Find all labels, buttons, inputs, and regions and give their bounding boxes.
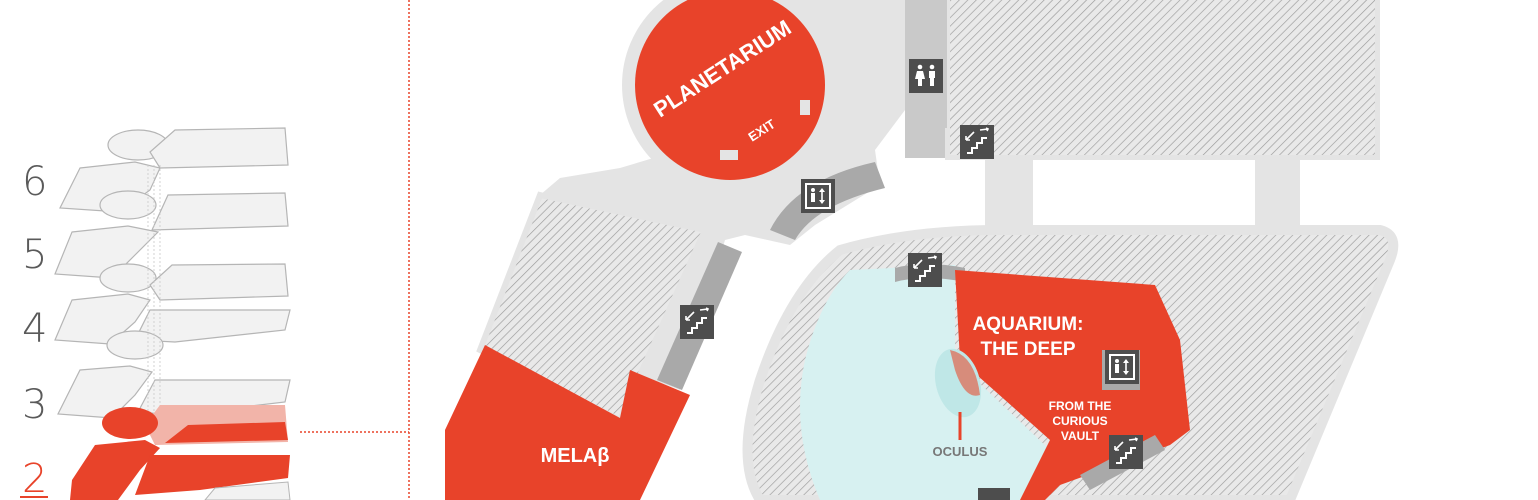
aquarium-water: [800, 265, 1050, 500]
aquarium-label-line1: AQUARIUM:: [973, 314, 1084, 335]
floor-5-button[interactable]: 5: [22, 232, 47, 278]
stairs-icon[interactable]: [679, 304, 715, 340]
floor-4-button[interactable]: 4: [22, 306, 47, 352]
restroom-icon[interactable]: [909, 59, 943, 93]
melab-label: MELAβ: [541, 445, 610, 467]
bridge-left: [985, 158, 1033, 230]
vault-label-line1: FROM THE: [1049, 399, 1112, 413]
stairs-icon[interactable]: [1108, 434, 1144, 470]
elevator-icon[interactable]: [1104, 349, 1140, 385]
floor-2-button[interactable]: 2: [22, 456, 47, 500]
vault-label-line2: CURIOUS: [1052, 414, 1107, 428]
bridge-right: [1255, 158, 1300, 230]
planetarium-dome[interactable]: [635, 0, 825, 180]
floor-6-button[interactable]: 6: [22, 159, 47, 205]
upper-hall: [950, 0, 1375, 155]
vault-label-line3: VAULT: [1061, 429, 1100, 443]
floor-plate-active: [70, 405, 291, 500]
stairs-icon[interactable]: [959, 124, 995, 160]
elevator-icon[interactable]: [800, 178, 836, 214]
partial-icon[interactable]: [978, 488, 1010, 500]
aquarium-label-line2: THE DEEP: [980, 339, 1075, 360]
oculus-label: OCULUS: [933, 444, 988, 459]
floor-3-button[interactable]: 3: [22, 382, 47, 428]
melab-room: [445, 345, 690, 500]
stairs-icon[interactable]: [907, 252, 943, 288]
floor-plates: [54, 127, 291, 419]
map-area: PLANETARIUM EXIT AQUARIUM: THE DEEP FROM…: [445, 0, 1399, 500]
floor-selector[interactable]: 6 5 4 3 2: [20, 127, 409, 500]
